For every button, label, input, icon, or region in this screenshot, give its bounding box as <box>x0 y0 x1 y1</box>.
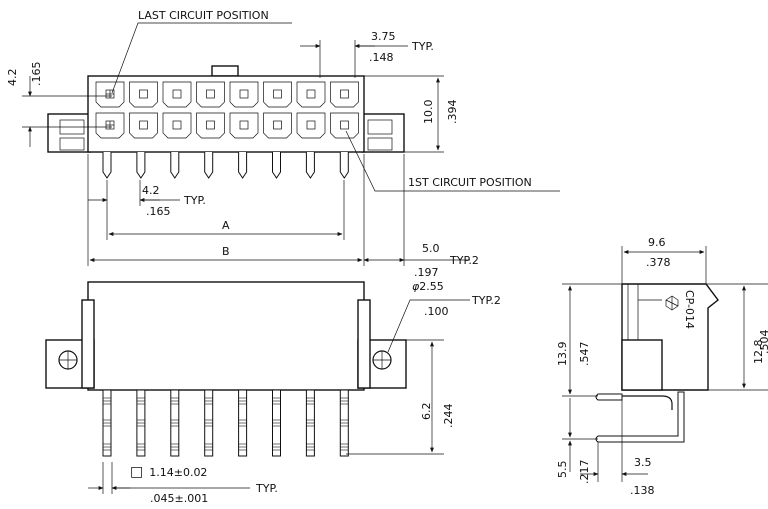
circuit-cavity <box>229 81 259 108</box>
pin-size-mm: □1.14±0.02 <box>130 464 207 480</box>
circuit-cavity <box>129 112 158 139</box>
front-view: φ2.55 .100 TYP.2 6.2 .244 □1.14±0.02 .04… <box>45 280 501 505</box>
col-pitch-typ: TYP. <box>183 194 206 207</box>
solder-pin <box>272 389 281 457</box>
solder-pin <box>238 389 248 457</box>
housing-front-outline <box>87 281 365 391</box>
circuit-cavity <box>196 112 225 139</box>
last-circuit-label: LAST CIRCUIT POSITION <box>138 9 269 22</box>
side-overall-mm: 13.9 <box>556 342 569 367</box>
pin-length-in: .244 <box>442 404 455 429</box>
side-offset-mm: 5.5 <box>556 461 569 479</box>
top-view: LAST CIRCUIT POSITION 1ST CIRCUIT POSITI… <box>6 9 560 279</box>
col-pitch-mm: 4.2 <box>142 184 160 197</box>
height-mm: 10.0 <box>422 100 435 125</box>
flange-mm: 5.0 <box>422 242 440 255</box>
circuit-cavity <box>330 112 359 139</box>
circuit-cavity <box>296 81 326 108</box>
housing-top-outline <box>87 75 365 153</box>
side-overall-in: .547 <box>578 342 591 367</box>
side-tail-mm: 3.5 <box>634 456 652 469</box>
pitch-top-mm: 3.75 <box>371 30 396 43</box>
right-mount-hole <box>372 350 392 370</box>
side-offset-in: .217 <box>578 460 591 485</box>
pin-tail <box>102 152 112 179</box>
solder-pin <box>170 389 180 457</box>
row-pitch-in: .165 <box>30 62 43 87</box>
pin-tail <box>238 152 248 179</box>
pin-size-typ: TYP. <box>255 482 278 495</box>
pin-tail <box>170 152 180 179</box>
pitch-top-in: .148 <box>369 51 394 64</box>
circuit-cavity <box>263 81 292 108</box>
left-mount-hole <box>58 350 78 370</box>
pin-length-mm: 6.2 <box>420 403 433 421</box>
side-view: CP-014 9.6 .378 13.9 .547 12.8 .504 5.5 … <box>556 236 768 497</box>
pin-tail <box>272 152 281 179</box>
pin-tail <box>305 152 315 179</box>
solder-pin <box>204 389 214 457</box>
solder-pin <box>339 389 349 457</box>
polarization-mark-icon <box>665 295 679 311</box>
solder-pin <box>102 389 112 457</box>
flange-typ2: TYP.2 <box>449 254 479 267</box>
pin-tail <box>136 152 146 179</box>
row-pitch-mm: 4.2 <box>6 69 19 87</box>
dim-a: A <box>222 219 230 232</box>
circuit-cavity <box>263 112 292 139</box>
circuit-cavity <box>95 81 125 108</box>
pin-size-in: .045±.001 <box>150 492 208 505</box>
side-tail-in: .138 <box>630 484 655 497</box>
hole-dia-in: .100 <box>424 305 449 318</box>
hole-dia-mm: φ2.55 <box>412 280 444 293</box>
hole-dia-typ2: TYP.2 <box>471 294 501 307</box>
circuit-cavity <box>129 81 158 108</box>
circuit-cavity <box>162 112 192 139</box>
circuit-cavity <box>162 81 192 108</box>
circuit-cavity <box>330 81 359 108</box>
side-body-in: .504 <box>758 330 768 355</box>
pin-tail <box>339 152 349 179</box>
side-body-mm: 12.8 <box>752 340 765 365</box>
pitch-top-typ: TYP. <box>411 40 434 53</box>
circuit-cavity <box>229 112 259 139</box>
dim-b: B <box>222 245 230 258</box>
side-width-mm: 9.6 <box>648 236 666 249</box>
col-pitch-in: .165 <box>146 205 171 218</box>
circuit-cavity <box>95 112 125 139</box>
pin-tail <box>204 152 214 179</box>
height-in: .394 <box>446 100 459 125</box>
side-width-in: .378 <box>646 256 671 269</box>
first-circuit-label: 1ST CIRCUIT POSITION <box>408 176 532 189</box>
side-mark-code: CP-014 <box>683 290 696 329</box>
circuit-cavity <box>296 112 326 139</box>
circuit-cavity <box>196 81 225 108</box>
solder-pin <box>305 389 315 457</box>
solder-pin <box>136 389 146 457</box>
flange-in: .197 <box>414 266 439 279</box>
